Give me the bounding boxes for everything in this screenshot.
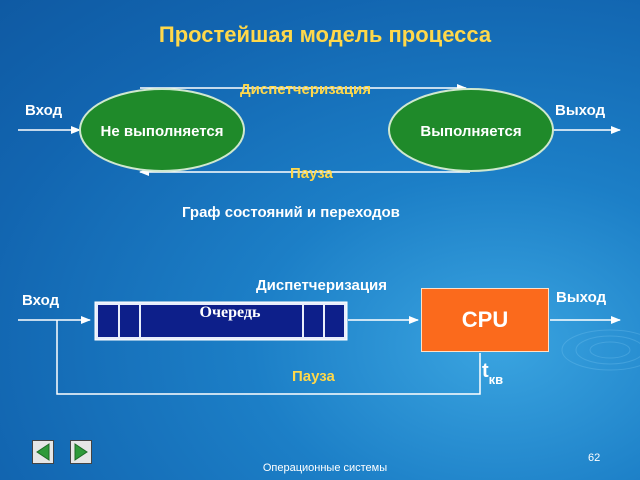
next-slide-button[interactable]	[70, 440, 92, 464]
queue-dispatch-label: Диспетчеризация	[256, 277, 388, 294]
state-input-label: Вход	[25, 102, 63, 119]
state-dispatch-label: Диспетчеризация	[240, 81, 372, 98]
state-graph-caption: Граф состояний и переходов	[182, 204, 400, 221]
state-pause-label: Пауза	[290, 165, 333, 182]
cpu-box: CPU	[421, 288, 549, 352]
state-running-label: Выполняется	[420, 123, 522, 140]
state-not-running-label: Не выполняется	[100, 123, 224, 140]
prev-slide-button[interactable]	[32, 440, 54, 464]
pause-return-loop	[56, 320, 481, 395]
triangle-right-icon	[74, 443, 88, 461]
cpu-label: CPU	[461, 307, 509, 332]
page-number: 62	[588, 452, 601, 464]
quantum-main: t	[482, 360, 489, 382]
triangle-left-icon	[36, 443, 50, 461]
state-output-label: Выход	[555, 102, 606, 119]
queue-output-label: Выход	[556, 289, 607, 306]
footer-text: Операционные системы	[262, 462, 388, 474]
quantum-subscript: кв	[488, 372, 504, 387]
quantum-time-label: tкв	[482, 360, 503, 387]
queue-label: Очередь	[199, 304, 261, 321]
queue	[94, 301, 348, 341]
state-not-running-node	[79, 88, 245, 172]
slide-title: Простейшая модель процесса	[158, 22, 492, 47]
ripple-decoration	[561, 329, 640, 371]
state-running-node	[388, 88, 554, 172]
queue-pause-label: Пауза	[292, 368, 335, 385]
queue-input-label: Вход	[22, 292, 60, 309]
